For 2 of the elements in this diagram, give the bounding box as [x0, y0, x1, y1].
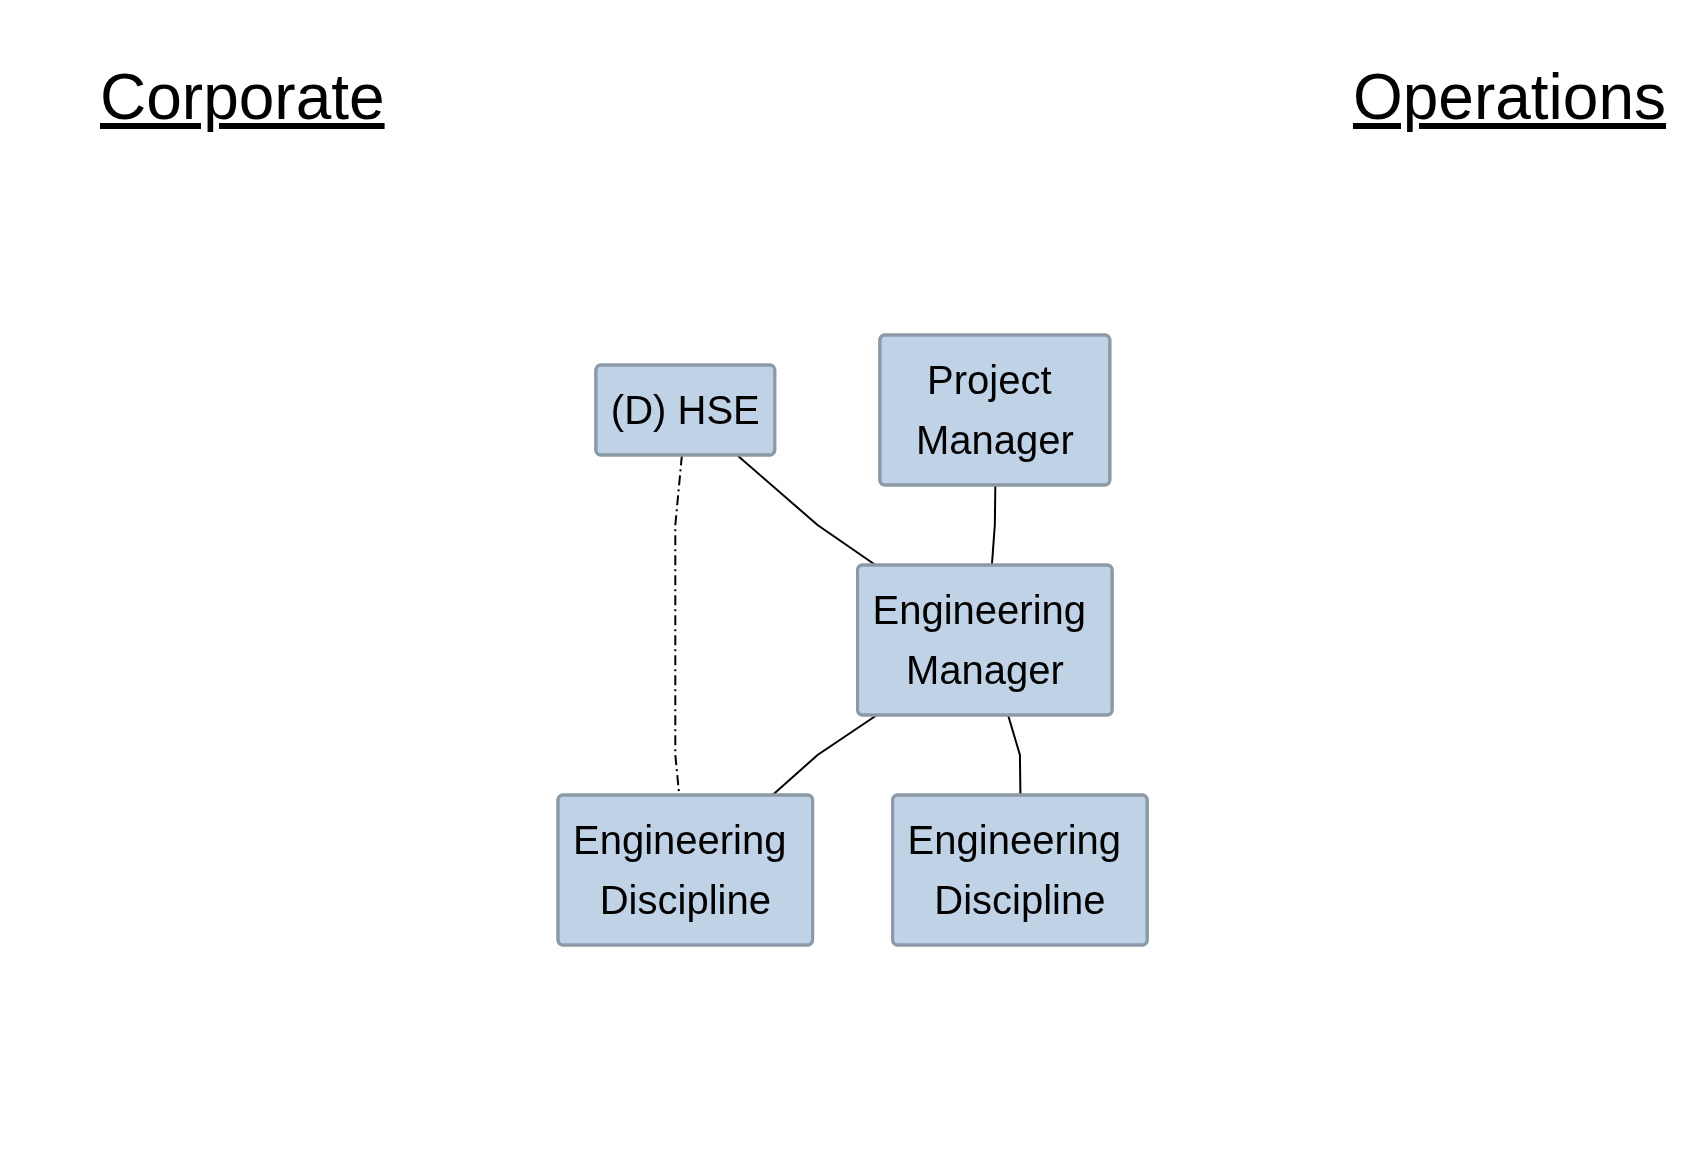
section-heading: Operations	[1352, 60, 1666, 134]
section-heading: Corporate	[100, 60, 385, 134]
